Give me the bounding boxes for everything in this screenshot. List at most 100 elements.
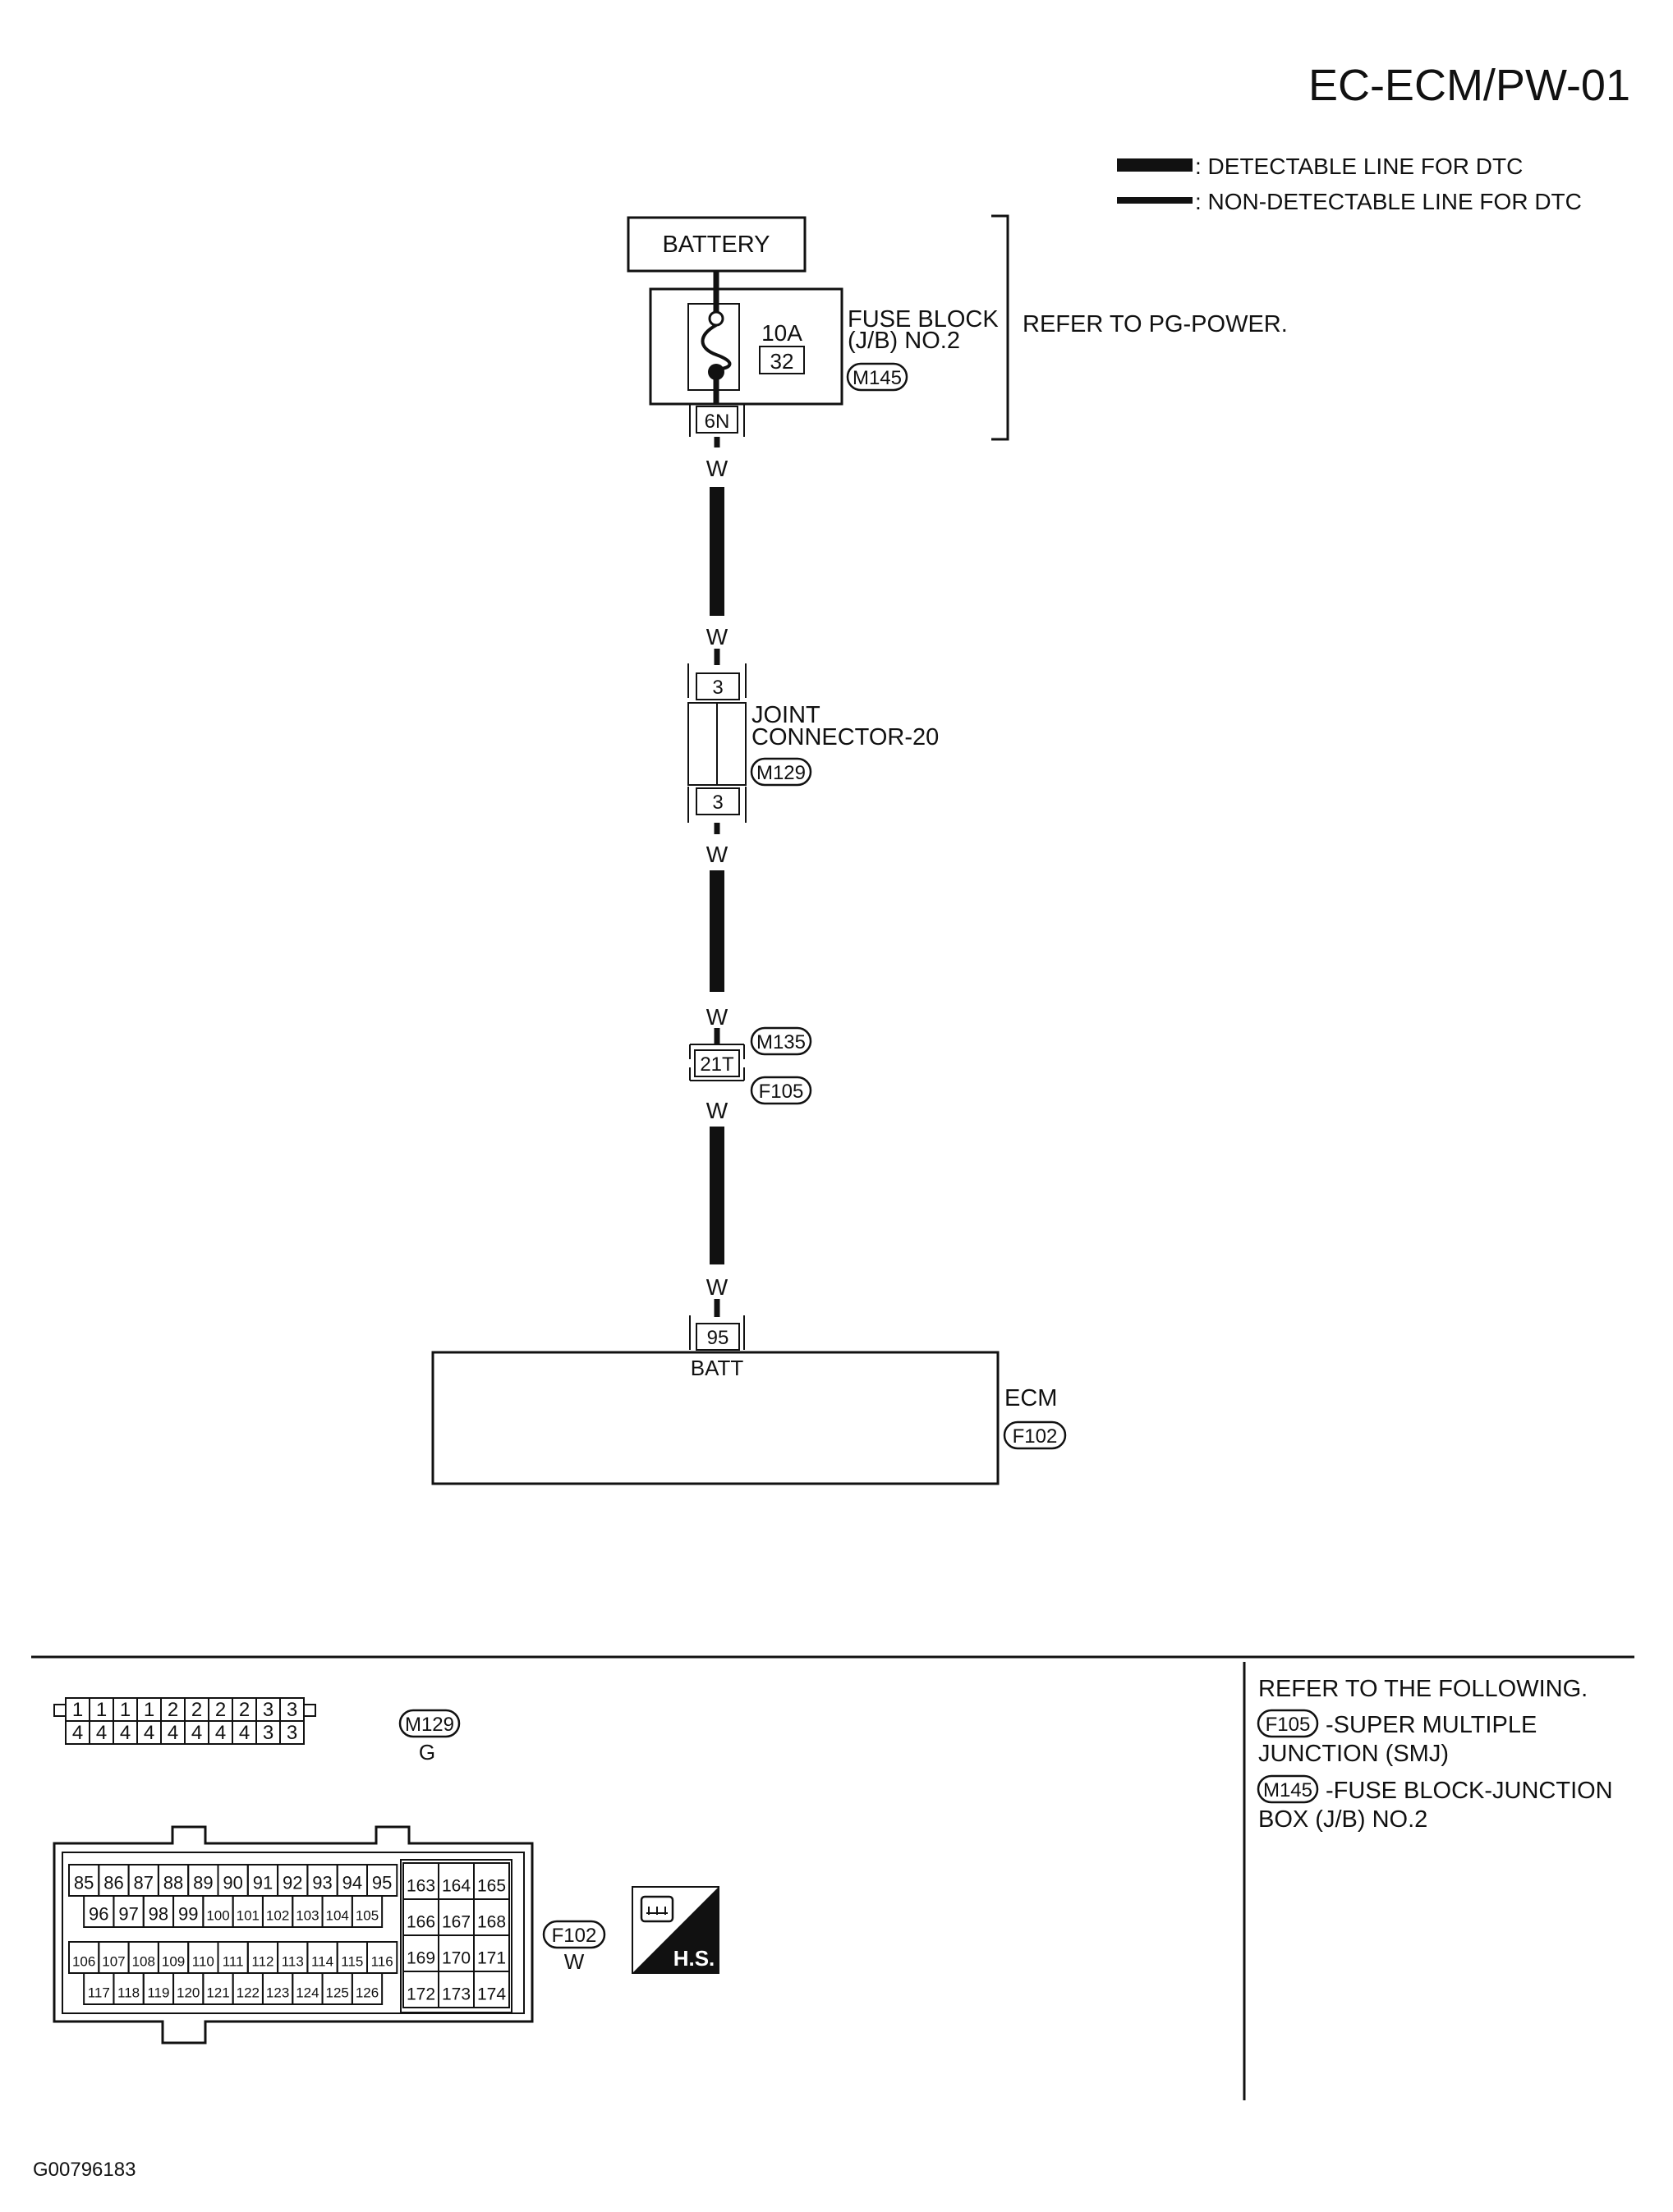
f102-pin: 165 — [477, 1876, 506, 1895]
inline-bracket-top — [689, 1044, 745, 1059]
m129-pin: 4 — [96, 1722, 107, 1744]
fuse-block-name-line2: (J/B) NO.2 — [848, 328, 960, 354]
ecm-terminal-bracket — [689, 1315, 745, 1350]
f102-pin: 170 — [442, 1948, 471, 1967]
fuse-number-box — [759, 346, 805, 374]
m129-color: G — [419, 1740, 435, 1765]
fuse-number: 32 — [770, 349, 794, 374]
legend-detectable-swatch — [1117, 158, 1193, 172]
fuse-block-connector-id: M145 — [853, 367, 902, 389]
m129-pin: 4 — [144, 1722, 154, 1744]
ecm-name: ECM — [1004, 1385, 1057, 1411]
inline-connector: 21T — [689, 1044, 745, 1081]
joint-bottom-terminal-box — [696, 787, 740, 815]
m129-cell — [279, 1720, 305, 1745]
f102-pin: 171 — [477, 1948, 506, 1967]
wire-color-label: W — [706, 1098, 728, 1123]
f102-pin: 98 — [149, 1904, 168, 1925]
m129-pin: 1 — [72, 1699, 83, 1721]
f102-pin: 115 — [341, 1954, 363, 1970]
f102-side-frame — [400, 1859, 512, 2013]
hs-badge-dark-half — [632, 1887, 719, 1973]
f102-pin: 167 — [442, 1912, 471, 1931]
fuse-block-connector-oval — [846, 362, 908, 392]
f102-pin: 102 — [266, 1908, 289, 1924]
fuse-terminal-top — [708, 310, 724, 327]
inline-upper-id: M135 — [756, 1031, 806, 1053]
connector-f102-housing — [53, 1825, 534, 2044]
m129-pin: 2 — [215, 1699, 226, 1721]
joint-top-terminal: 3 — [712, 677, 723, 699]
fuse-rating: 10A — [761, 320, 802, 346]
ecm-box — [431, 1351, 1000, 1485]
f102-oval — [542, 1920, 606, 1949]
f102-pin: 172 — [407, 1985, 435, 2003]
m129-pin: 4 — [168, 1722, 178, 1744]
f102-pin: 116 — [371, 1954, 393, 1970]
refer-f105-line1: -SUPER MULTIPLE — [1326, 1712, 1537, 1738]
f102-cell — [473, 1971, 510, 2008]
fuse-block-box — [649, 287, 843, 406]
refer-m145-line1: -FUSE BLOCK-JUNCTION — [1326, 1778, 1613, 1804]
f102-pin: 126 — [356, 1985, 379, 2001]
joint-bottom-terminal: 3 — [712, 792, 723, 814]
f102-pin: 109 — [162, 1954, 185, 1970]
legend-detectable-label: : DETECTABLE LINE FOR DTC — [1195, 154, 1523, 179]
f102-pin: 166 — [407, 1912, 435, 1931]
f102-pin: 169 — [407, 1948, 435, 1967]
legend-non-detectable-swatch — [1117, 197, 1193, 204]
terminal-6n-label: 6N — [705, 411, 730, 433]
refer-m145-oval — [1257, 1774, 1319, 1804]
wire-color-label: W — [706, 1274, 728, 1300]
f102-pin: 104 — [326, 1908, 349, 1924]
f102-pin: 90 — [223, 1873, 242, 1893]
f102-pin: 124 — [296, 1985, 319, 2001]
connector-housing-icon-detail — [646, 1907, 668, 1915]
fuse-block: 10A 32 — [649, 287, 843, 406]
m129-pin: 1 — [120, 1699, 131, 1721]
hs-badge: H.S. — [632, 1886, 719, 1974]
terminal-6n-bracket — [689, 404, 745, 437]
ecm-connector-id: F102 — [1013, 1425, 1058, 1448]
joint-connector-name-line2: CONNECTOR-20 — [751, 724, 939, 750]
battery: BATTERY — [627, 216, 807, 273]
inline-upper-oval — [750, 1026, 812, 1056]
f102-pin: 91 — [253, 1873, 273, 1893]
joint-connector-oval — [750, 757, 812, 787]
m129-oval — [398, 1709, 461, 1738]
f102-pin: 95 — [372, 1873, 392, 1893]
inline-lower-id: F105 — [759, 1081, 804, 1103]
inline-terminal: 21T — [700, 1053, 734, 1076]
refer-m145-id: M145 — [1263, 1779, 1312, 1801]
refer-m145-line2: BOX (J/B) NO.2 — [1258, 1806, 1427, 1833]
f102-color: W — [564, 1949, 585, 1974]
joint-top-bracket — [687, 663, 747, 698]
legend-non-detectable-label: : NON-DETECTABLE LINE FOR DTC — [1195, 189, 1582, 214]
m129-pin: 3 — [287, 1699, 297, 1721]
ecm-connector-oval — [1003, 1420, 1067, 1450]
m129-pin: 4 — [239, 1722, 250, 1744]
f102-pin: 121 — [206, 1985, 229, 2001]
m129-pin: 4 — [72, 1722, 83, 1744]
f102-pin: 122 — [237, 1985, 260, 2001]
image-id: G00796183 — [33, 2159, 136, 2181]
m129-pin: 2 — [168, 1699, 178, 1721]
f102-pin: 112 — [251, 1954, 273, 1970]
f102-pin: 108 — [132, 1954, 155, 1970]
legend: : DETECTABLE LINE FOR DTC : NON-DETECTAB… — [1117, 154, 1582, 214]
f102-pin: 111 — [223, 1954, 244, 1970]
f102-pin: 105 — [356, 1908, 379, 1924]
hs-badge-label: H.S. — [673, 1946, 715, 1971]
f102-pin: 163 — [407, 1876, 435, 1895]
m129-pin: 3 — [263, 1699, 273, 1721]
battery-label: BATTERY — [662, 232, 770, 258]
fuse-block-name-line1: FUSE BLOCK — [848, 306, 999, 333]
joint-bottom-bracket — [687, 787, 747, 823]
f102-pin: 164 — [442, 1876, 471, 1895]
m129-latch-right — [303, 1704, 316, 1717]
f102-pin: 174 — [477, 1985, 506, 2003]
f102-pin: 87 — [134, 1873, 154, 1893]
refer-f105-id: F105 — [1266, 1714, 1311, 1736]
